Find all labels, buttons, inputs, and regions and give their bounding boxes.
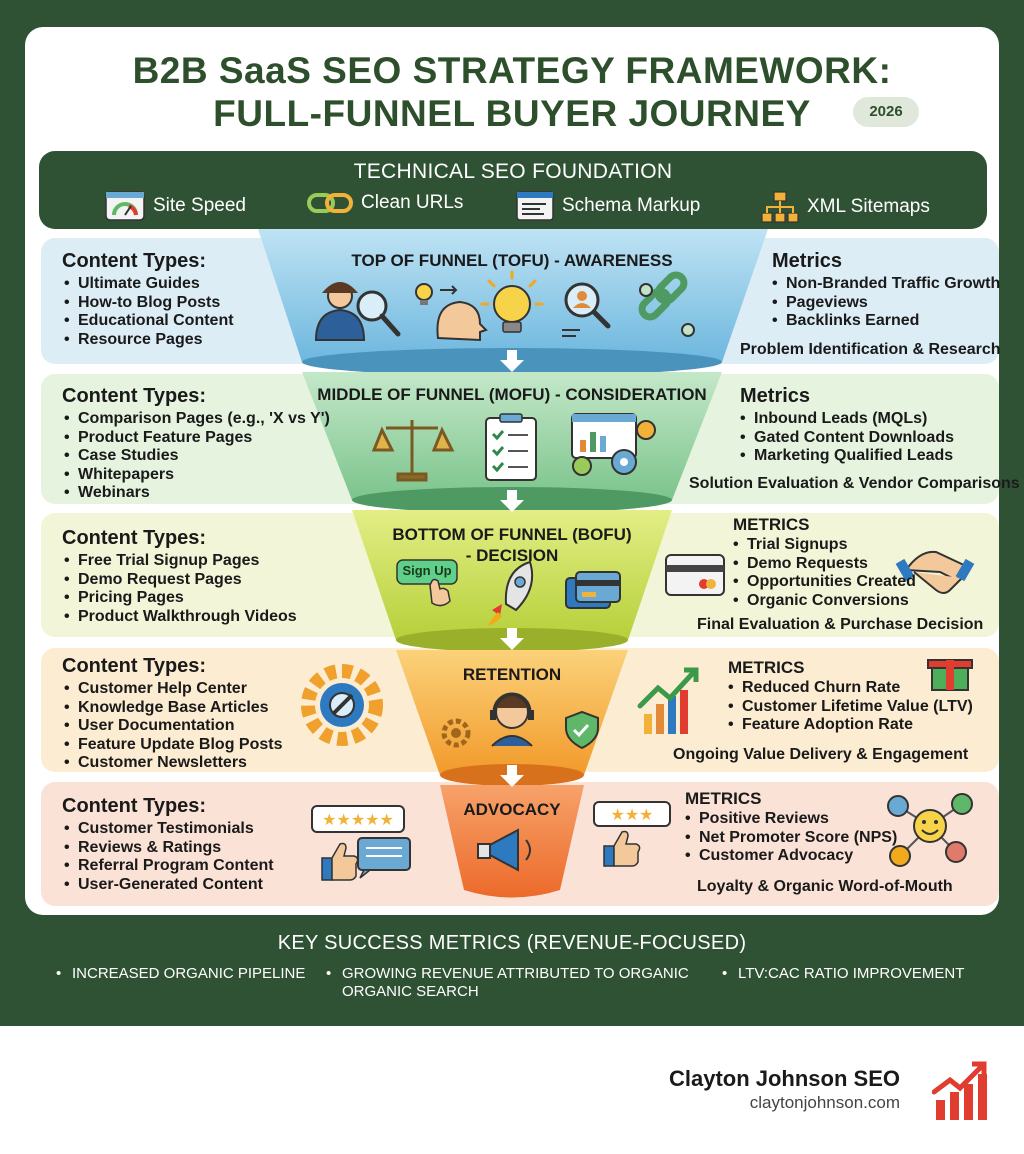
tech-item-clean-urls: Clean URLs <box>307 191 463 215</box>
list-item: How-to Blog Posts <box>62 294 234 313</box>
brand-logo-icon <box>932 1061 987 1120</box>
brand-name: Clayton Johnson SEO <box>668 1066 900 1091</box>
tofu-metrics: Metrics Non-Branded Traffic Growth Pagev… <box>772 250 1000 331</box>
list-item: Whitepapers <box>62 466 330 485</box>
list-item: Organic Conversions <box>733 592 916 611</box>
advocacy-caption: Loyalty & Organic Word-of-Mouth <box>697 878 953 895</box>
list-item: Reviews & Ratings <box>62 839 274 858</box>
tech-item-label: XML Sitemaps <box>807 196 930 217</box>
retention-metrics: METRICS Reduced Churn Rate Customer Life… <box>728 658 973 735</box>
list-item: Trial Signups <box>733 536 916 555</box>
tech-item-label: Clean URLs <box>361 192 464 213</box>
page-title-line2: FULL-FUNNEL BUYER JOURNEY <box>213 93 811 134</box>
advocacy-metrics: METRICS Positive Reviews Net Promoter Sc… <box>685 789 897 866</box>
list-item: Case Studies <box>62 447 330 466</box>
list-item: Free Trial Signup Pages <box>62 552 297 571</box>
metrics-heading: Metrics <box>740 385 811 407</box>
tech-item-label: Site Speed <box>153 195 246 216</box>
list-item: Positive Reviews <box>685 810 897 829</box>
list-item: Product Walkthrough Videos <box>62 608 297 627</box>
retention-content-types: Content Types: Customer Help Center Know… <box>62 655 282 773</box>
list-item: Educational Content <box>62 312 234 331</box>
mofu-content-types: Content Types: Comparison Pages (e.g., '… <box>62 385 330 503</box>
advocacy-content-types: Content Types: Customer Testimonials Rev… <box>62 795 274 894</box>
list-item: Knowledge Base Articles <box>62 699 282 718</box>
list-item: Customer Help Center <box>62 680 282 699</box>
sitemap-icon <box>761 191 799 223</box>
list-item: Customer Lifetime Value (LTV) <box>728 698 973 717</box>
technical-seo-foundation: TECHNICAL SEO FOUNDATION Site Speed Clea… <box>39 151 987 229</box>
tech-item-schema-markup: Schema Markup <box>516 191 700 221</box>
kpi-line: GROWING REVENUE ATTRIBUTED TO ORGANIC <box>342 965 689 982</box>
list-item: Pricing Pages <box>62 589 297 608</box>
list-item: Backlinks Earned <box>772 312 1000 331</box>
signup-button: Sign Up <box>402 563 452 578</box>
list-item: Net Promoter Score (NPS) <box>685 829 897 848</box>
metrics-heading: METRICS <box>733 515 810 534</box>
bofu-caption: Final Evaluation & Purchase Decision <box>697 616 984 633</box>
mofu-caption: Solution Evaluation & Vendor Comparisons <box>689 475 1020 492</box>
list-item: Marketing Qualified Leads <box>740 447 954 466</box>
list-item: User Documentation <box>62 717 282 736</box>
bofu-metrics: METRICS Trial Signups Demo Requests Oppo… <box>733 515 916 610</box>
list-item: Resource Pages <box>62 331 234 350</box>
bofu-title-line1: BOTTOM OF FUNNEL (BOFU) <box>392 525 632 544</box>
metrics-heading: METRICS <box>728 658 805 677</box>
bofu-title-line2: - DECISION <box>465 546 559 565</box>
list-item: Webinars <box>62 484 330 503</box>
page-title-line1: B2B SaaS SEO STRATEGY FRAMEWORK: <box>132 50 892 91</box>
tech-item-xml-sitemaps: XML Sitemaps <box>761 191 930 223</box>
link-icon <box>307 193 353 213</box>
content-types-heading: Content Types: <box>62 385 207 407</box>
content-types-heading: Content Types: <box>62 795 207 817</box>
kpi-line: ORGANIC SEARCH <box>342 983 479 1000</box>
kpi-item: LTV:CAC RATIO IMPROVEMENT <box>722 965 964 983</box>
mofu-metrics: Metrics Inbound Leads (MQLs) Gated Conte… <box>740 385 954 466</box>
technical-seo-title: TECHNICAL SEO FOUNDATION <box>353 160 673 183</box>
retention-caption: Ongoing Value Delivery & Engagement <box>673 746 969 763</box>
list-item: Customer Newsletters <box>62 754 282 773</box>
tech-item-label: Schema Markup <box>562 195 701 216</box>
list-item: Feature Update Blog Posts <box>62 736 282 755</box>
list-item: Opportunities Created <box>733 573 916 592</box>
list-item: User-Generated Content <box>62 876 274 895</box>
bofu-stage-title: BOTTOM OF FUNNEL (BOFU) - DECISION <box>372 524 652 566</box>
tofu-content-types: Content Types: Ultimate Guides How-to Bl… <box>62 250 234 349</box>
list-item: Pageviews <box>772 294 1000 313</box>
year-badge: 2026 <box>853 97 919 127</box>
list-item: Demo Request Pages <box>62 571 297 590</box>
tofu-caption: Problem Identification & Research <box>740 341 1001 358</box>
list-item: Feature Adoption Rate <box>728 716 973 735</box>
content-types-heading: Content Types: <box>62 655 207 677</box>
list-item: Ultimate Guides <box>62 275 234 294</box>
metrics-heading: METRICS <box>685 789 762 808</box>
list-item: Non-Branded Traffic Growth <box>772 275 1000 294</box>
list-item: Customer Advocacy <box>685 847 897 866</box>
metrics-heading: Metrics <box>772 250 843 272</box>
list-item: Inbound Leads (MQLs) <box>740 410 954 429</box>
content-types-heading: Content Types: <box>62 250 207 272</box>
brand-url: claytonjohnson.com <box>749 1093 900 1112</box>
speedometer-icon <box>105 191 145 221</box>
mofu-stage-title: MIDDLE OF FUNNEL (MOFU) - CONSIDERATION <box>317 385 707 404</box>
tofu-stage-title: TOP OF FUNNEL (TOFU) - AWARENESS <box>351 251 673 270</box>
kpi-item: GROWING REVENUE ATTRIBUTED TO ORGANIC OR… <box>326 965 706 1001</box>
content-types-heading: Content Types: <box>62 527 207 549</box>
list-item: Demo Requests <box>733 555 916 574</box>
list-item: Referral Program Content <box>62 857 274 876</box>
bofu-content-types: Content Types: Free Trial Signup Pages D… <box>62 527 297 626</box>
tech-item-site-speed: Site Speed <box>105 191 246 221</box>
list-item: Gated Content Downloads <box>740 429 954 448</box>
kpi-item: INCREASED ORGANIC PIPELINE <box>56 965 305 983</box>
code-window-icon <box>516 191 554 221</box>
list-item: Comparison Pages (e.g., 'X vs Y') <box>62 410 330 429</box>
list-item: Product Feature Pages <box>62 429 330 448</box>
retention-stage-title: RETENTION <box>462 665 562 684</box>
advocacy-stage-title: ADVOCACY <box>463 800 561 819</box>
list-item: Customer Testimonials <box>62 820 274 839</box>
key-metrics-title: KEY SUCCESS METRICS (REVENUE-FOCUSED) <box>277 932 747 954</box>
list-item: Reduced Churn Rate <box>728 679 973 698</box>
